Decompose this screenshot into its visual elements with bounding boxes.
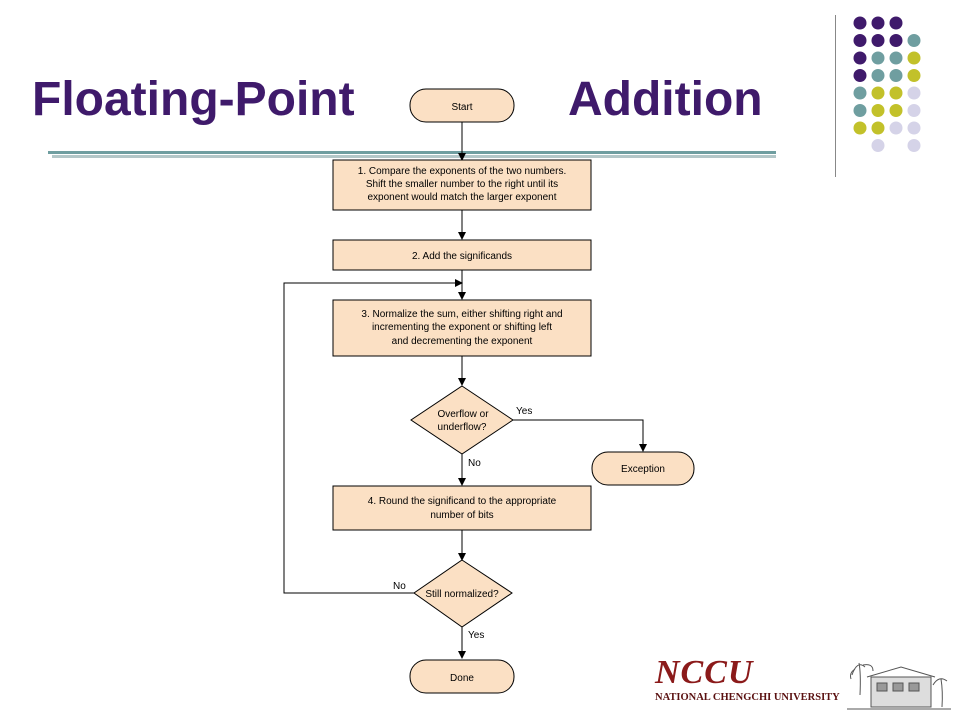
connector-decision2-loopback <box>283 279 463 594</box>
logo-script-text: NCCU <box>655 654 754 691</box>
step1-box <box>332 159 592 211</box>
step4-line2: number of bits <box>430 510 493 521</box>
logo-university-name: NATIONAL CHENGCHI UNIVERSITY <box>655 692 840 703</box>
step4-box <box>332 485 592 531</box>
yes-label-normalized: Yes <box>468 630 484 641</box>
decision1-line2: underflow? <box>438 422 487 433</box>
decision2-line1: Still normalized? <box>425 589 499 600</box>
campus-building-icon <box>847 662 951 710</box>
university-logo: NCCU NATIONAL CHENGCHI UNIVERSITY <box>655 655 951 715</box>
step1-line2: Shift the smaller number to the right un… <box>366 179 558 190</box>
decorative-divider <box>835 15 836 177</box>
no-label-overflow: No <box>468 458 481 469</box>
step1-line3: exponent would match the larger exponent <box>367 192 556 203</box>
step3-line2: incrementing the exponent or shifting le… <box>372 322 552 333</box>
decision-normalized <box>413 559 513 628</box>
no-label-normalized: No <box>393 581 406 592</box>
decision1-line1: Overflow or <box>437 409 489 420</box>
step1-line1: 1. Compare the exponents of the two numb… <box>358 166 566 177</box>
step2-box <box>332 239 592 271</box>
step2-line1: 2. Add the significands <box>412 251 512 262</box>
step3-line1: 3. Normalize the sum, either shifting ri… <box>361 309 562 320</box>
done-label: Done <box>450 673 474 684</box>
slide-title-left: Floating-Point <box>32 73 355 126</box>
done-terminal <box>409 659 515 694</box>
start-label: Start <box>451 102 472 113</box>
title-underline <box>48 151 776 154</box>
yes-label-overflow: Yes <box>516 406 532 417</box>
slide-title-right: Addition <box>568 73 763 126</box>
step3-box <box>332 299 592 357</box>
decision-overflow <box>410 385 514 455</box>
step3-line3: and decrementing the exponent <box>392 336 533 347</box>
connector-decision1-exception <box>513 419 647 452</box>
step4-line1: 4. Round the significand to the appropri… <box>368 496 557 507</box>
title-underline-shadow <box>52 155 776 158</box>
exception-terminal <box>591 451 695 486</box>
start-terminal <box>409 88 515 123</box>
exception-label: Exception <box>621 464 665 475</box>
